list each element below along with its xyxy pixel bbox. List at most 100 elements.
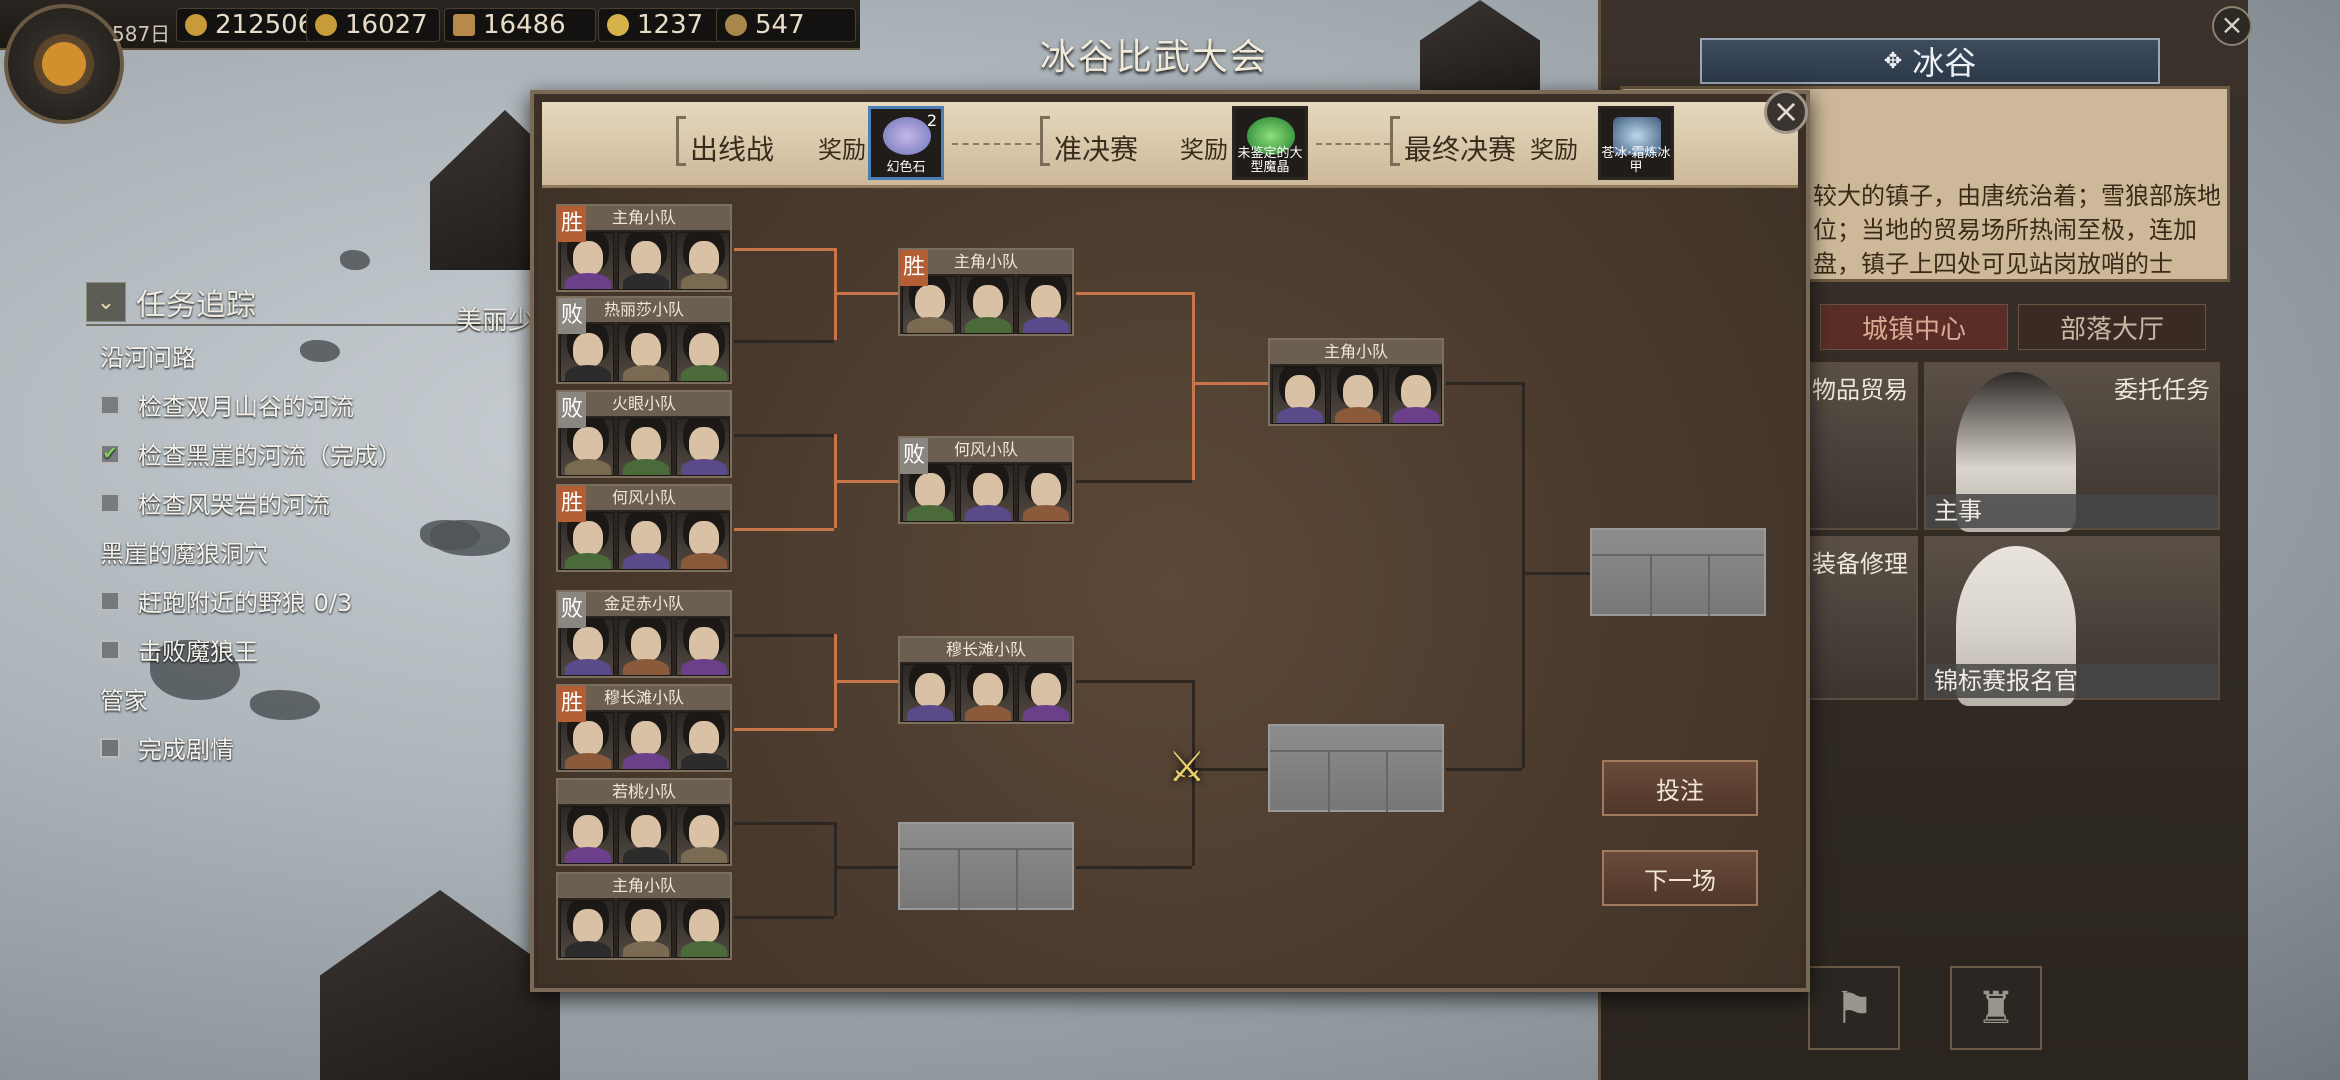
stage-name: 出线战 [690,133,775,166]
member-portrait [676,512,730,570]
team-name: 何风小队 [558,486,730,510]
member-portrait [960,464,1014,522]
wood-icon [453,14,475,36]
member-portrait [560,712,614,770]
quest-objective[interactable]: 赶跑附近的野狼 0/3 [100,583,526,618]
team-card[interactable]: 主角小队 [556,872,732,960]
team-card[interactable]: 何风小队胜 [556,484,732,572]
bracket-line [834,480,898,483]
map-location-label[interactable]: 美丽少 [456,306,535,336]
stage-bracket [1040,116,1050,166]
map-rock [300,340,340,362]
stage-name: 最终决赛 [1404,133,1517,166]
bracket-line [734,728,834,731]
team-card[interactable]: 穆长滩小队 [898,636,1074,724]
bracket-line [834,292,898,295]
service-tournament-registrar[interactable]: 锦标赛报名官 [1924,536,2220,706]
service-label: 委托任务 [2114,376,2210,404]
win-badge: 胜 [900,250,928,286]
quest-section-title[interactable]: 沿河问路 [100,344,196,372]
team-card[interactable]: 主角小队 [1268,338,1444,426]
slot-divider [1650,556,1652,616]
resource-wood: 16486 [444,8,596,42]
member-portrait [960,664,1014,722]
quest-objective[interactable]: 检查双月山谷的河流 [100,387,526,422]
resource-grain: 16027 [306,8,440,42]
team-card[interactable]: 火眼小队败 [556,390,732,478]
reward-item-name: 未鉴定的大型魔晶 [1237,146,1303,175]
bracket-line [734,634,834,637]
slot-divider [1328,752,1330,812]
helmet-icon[interactable]: ♜ [1950,966,2042,1050]
quest-section-title[interactable]: 管家 [100,687,148,715]
bracket-line [734,340,834,343]
gem-icon [1247,117,1295,155]
member-portrait [560,324,614,382]
map-rock [150,640,240,700]
horn-icon [725,14,747,36]
day-cycle-dial[interactable] [4,4,124,124]
team-name: 热丽莎小队 [558,298,730,322]
bracket-line [834,866,898,869]
quest-section-title[interactable]: 黑崖的魔狼洞穴 [100,540,268,568]
member-portrait [618,232,672,290]
flag-icon[interactable]: ⚑ [1808,966,1900,1050]
team-card[interactable]: 何风小队败 [898,436,1074,524]
member-portrait [676,618,730,676]
bracket-line [834,822,837,916]
team-card[interactable]: 金足赤小队败 [556,590,732,678]
member-portrait [1330,366,1384,424]
resource-value: 16486 [483,10,566,40]
win-badge: 胜 [558,486,586,522]
checkbox [100,394,120,415]
team-name: 穆长滩小队 [558,686,730,710]
close-icon[interactable]: × [2212,6,2252,46]
service-repair[interactable]: 装备修理 [1808,536,1918,700]
objective-text: 赶跑附近的野狼 0/3 [138,589,353,617]
quest-tracker-header[interactable]: ⌄ 任务追踪 [86,280,526,326]
bracket-line [734,434,834,437]
reward-item-name: 幻色石 [886,160,926,175]
npc-name: 主事 [1926,494,2218,528]
member-portrait [1388,366,1442,424]
reward-item-slot[interactable]: 未鉴定的大型魔晶 [1232,106,1308,180]
team-card[interactable]: 若桃小队 [556,778,732,866]
quest-objective[interactable]: 击败魔狼王 [100,632,526,667]
bracket-line [1192,768,1268,771]
member-portrait [960,276,1014,334]
team-name: 穆长滩小队 [900,638,1072,662]
member-portrait [560,232,614,290]
team-card[interactable]: 主角小队胜 [898,248,1074,336]
stage-bracket [676,116,686,166]
team-card[interactable]: 穆长滩小队胜 [556,684,732,772]
close-icon[interactable]: × [1764,90,1808,134]
member-portrait [676,900,730,958]
chevron-down-icon[interactable]: ⌄ [86,282,126,322]
quest-objective[interactable]: 检查风哭岩的河流 [100,485,526,520]
tab-tribe-hall[interactable]: 部落大厅 [2018,304,2206,350]
service-item-trade[interactable]: 物品贸易 [1808,362,1918,530]
team-card[interactable]: 主角小队胜 [556,204,732,292]
town-emblem-icon: ✥ [1883,48,1903,74]
checkbox [100,492,120,513]
team-card[interactable]: 热丽莎小队败 [556,296,732,384]
resource-value: 16027 [345,10,428,40]
member-portrait [560,900,614,958]
lose-badge: 败 [558,392,586,428]
bracket-line [1192,382,1268,385]
service-commission[interactable]: 委托任务主事 [1924,362,2220,532]
team-name: 若桃小队 [558,780,730,804]
team-name: 何风小队 [900,438,1072,462]
tab-town-center[interactable]: 城镇中心 [1820,304,2008,350]
quest-objective[interactable]: ✔检查黑崖的河流（完成） [100,436,526,471]
next-match-button[interactable]: 下一场 [1602,850,1758,906]
reward-item-slot[interactable]: 苍冰·霜炼冰甲 [1598,106,1674,180]
bracket-line [734,528,834,531]
bracket-line [834,680,898,683]
grain-icon [315,14,337,36]
service-label: 装备修理 [1812,550,1908,578]
quest-objective[interactable]: 完成剧情 [100,730,526,765]
lose-badge: 败 [558,592,586,628]
bet-button[interactable]: 投注 [1602,760,1758,816]
